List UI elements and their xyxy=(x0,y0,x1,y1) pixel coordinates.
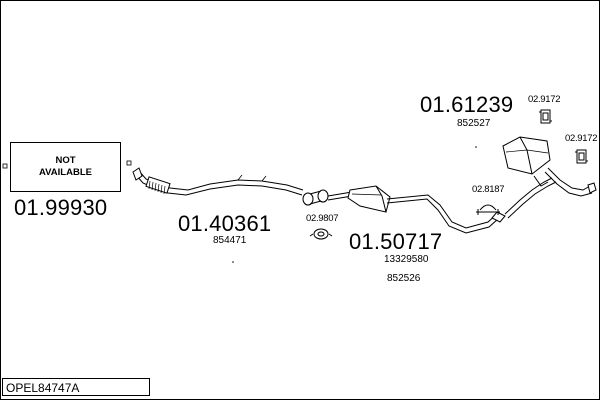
rear-silencer-drawing xyxy=(502,136,597,219)
oem-number-middle-silencer-2: 852526 xyxy=(387,273,421,284)
middle-clamp-drawing xyxy=(476,204,500,215)
part-number-rear-silencer: 01.61239 xyxy=(420,92,514,117)
part-number-middle-silencer: 01.50717 xyxy=(349,229,443,254)
dot-2 xyxy=(475,146,477,148)
part-number-middle-clamp: 02.8187 xyxy=(472,184,505,195)
marker-left xyxy=(2,163,8,169)
rubber-mount-2-drawing xyxy=(575,149,588,164)
oem-number-front-pipe: 854471 xyxy=(213,235,247,246)
front-pipe-drawing xyxy=(132,167,304,196)
part-number-not-available: 01.99930 xyxy=(14,195,108,220)
dot-1 xyxy=(232,261,234,263)
part-number-rubber-mount-1: 02.9172 xyxy=(528,94,561,105)
part-number-rubber-mount-2: 02.9172 xyxy=(565,133,598,144)
oem-number-rear-silencer: 852527 xyxy=(457,118,491,129)
footer-code-box: OPEL84747A xyxy=(2,378,150,396)
marker-flange xyxy=(126,160,132,166)
rubber-mount-1-drawing xyxy=(539,109,552,124)
footer-code: OPEL84747A xyxy=(6,381,80,395)
part-number-front-clamp: 02.9807 xyxy=(306,213,339,224)
not-available-box: NOT AVAILABLE xyxy=(10,142,121,192)
oem-number-middle-silencer-1: 13329580 xyxy=(384,254,429,265)
not-available-text: NOT AVAILABLE xyxy=(39,155,92,178)
middle-silencer-drawing xyxy=(327,185,506,234)
part-number-front-pipe: 01.40361 xyxy=(178,211,272,236)
